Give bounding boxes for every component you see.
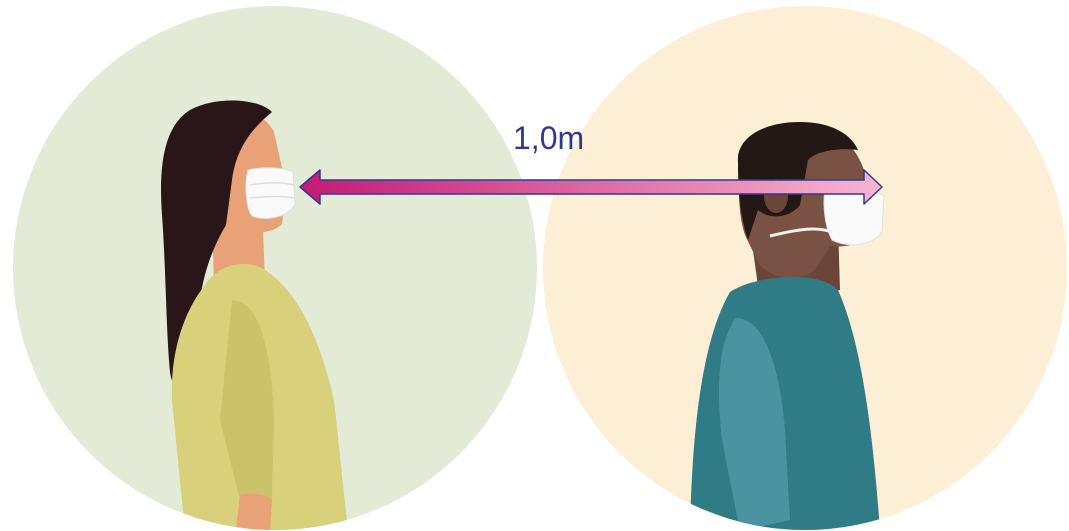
woman-mask	[246, 168, 295, 219]
woman-hand	[236, 494, 272, 531]
distance-label: 1,0m	[513, 122, 584, 154]
